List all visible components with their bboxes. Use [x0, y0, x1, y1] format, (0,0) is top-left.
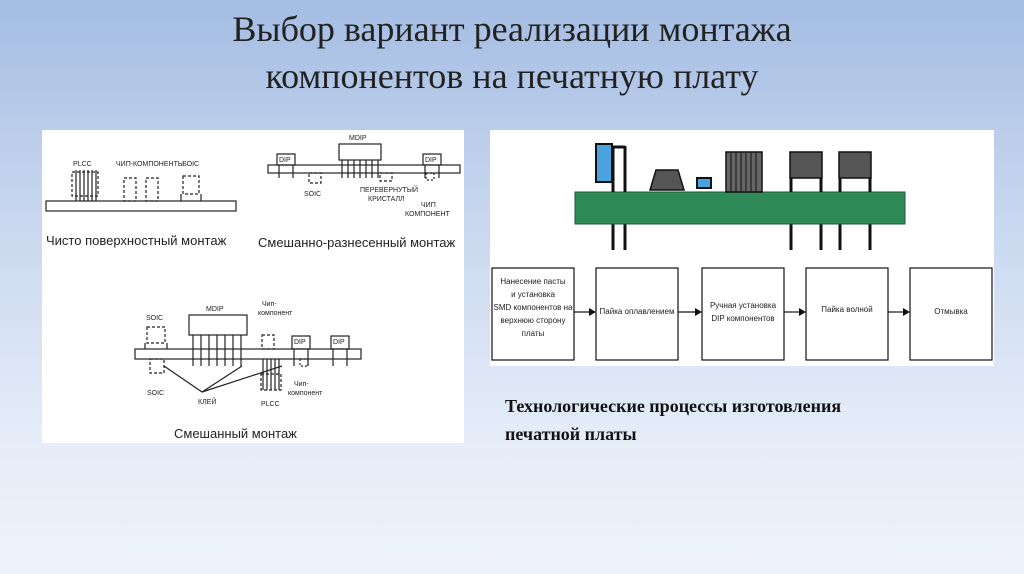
mixed-plcc-bottom: [260, 359, 282, 391]
step-1-line-2: и установка: [511, 290, 555, 299]
step-1-line-3: SMD компонентов на: [494, 303, 574, 312]
mixed-chip-top: [261, 334, 275, 350]
spread-dip-left: [276, 153, 296, 178]
slide-title-line-1: Выбор вариант реализации монтажа: [232, 9, 792, 49]
spread-dip-left-label: DIP: [279, 157, 291, 164]
spread-mdip-component: [338, 143, 382, 178]
mixed-dip-2-label: DIP: [333, 339, 345, 346]
spread-chip-label-2: КОМПОНЕНТ: [405, 211, 451, 218]
surface-plcc-label: PLCC: [73, 161, 92, 168]
step-1-line-5: платы: [522, 329, 545, 338]
mixed-caption: Смешанный монтаж: [174, 426, 297, 441]
plcc-component: [71, 170, 99, 201]
step-box-1: [491, 267, 575, 361]
mixed-chip-bottom-label-2: компонент: [288, 390, 323, 397]
process-caption-line-2: печатной платы: [505, 424, 637, 444]
step-box-3: [701, 267, 785, 361]
spread-caption: Смешанно-разнесенный монтаж: [258, 235, 456, 250]
soic-component: [180, 175, 202, 201]
spread-flip-label-1: ПЕРЕВЕРНУТЫЙ: [360, 185, 418, 194]
spread-soic-bottom: [308, 172, 322, 184]
mounting-variants-figure: PLCC ЧИП-КОМПОНЕНТЫ SOIC Чисто поверхнос…: [42, 130, 464, 443]
mixed-chip-bottom-label-1: Чип-: [294, 381, 309, 388]
step-5-label: Отмывка: [934, 307, 968, 316]
chip-components: [123, 177, 159, 202]
connector-component: [725, 151, 763, 193]
mixed-soic-bottom: [149, 358, 165, 374]
mixed-soic-top-label: SOIC: [146, 315, 163, 322]
mixed-chip-top-label-2: компонент: [258, 310, 293, 317]
mixed-plcc-label: PLCC: [261, 401, 280, 408]
mixed-dip-2: [330, 335, 350, 366]
process-diagram: Нанесение пасты и установка SMD компонен…: [491, 143, 993, 361]
surface-soic-label: SOIC: [182, 161, 199, 168]
surface-board: [45, 200, 237, 212]
mixed-soic-top: [144, 326, 168, 349]
mixed-mdip-label: MDIP: [206, 306, 224, 313]
step-1-line-4: верхнюю сторону: [501, 316, 566, 325]
slide-title: Выбор вариант реализации монтажа компоне…: [0, 6, 1024, 100]
process-caption-line-1: Технологические процессы изготовления: [505, 396, 842, 416]
surface-mount-diagram: [45, 170, 237, 212]
spread-mount-diagram: [267, 143, 461, 184]
spread-mdip-label: MDIP: [349, 135, 367, 142]
step-box-4: [805, 267, 889, 361]
step-box-5: [909, 267, 993, 361]
spread-dip-right: [422, 153, 442, 178]
step-2-label: Пайка оплавлением: [600, 307, 675, 316]
spread-board: [267, 164, 461, 174]
step-3-line-1: Ручная установка: [710, 301, 777, 310]
mixed-soic-bottom-label: SOIC: [147, 390, 164, 397]
surface-caption: Чисто поверхностный монтаж: [46, 233, 227, 248]
spread-chip-component: [425, 172, 435, 181]
mixed-chip-bottom: [299, 358, 309, 367]
glue-lines: [163, 365, 283, 393]
spread-soic-label: SOIC: [304, 191, 321, 198]
mixed-mdip-component: [188, 314, 248, 366]
mounting-diagram: PLCC ЧИП-КОМПОНЕНТЫ SOIC Чисто поверхнос…: [45, 135, 461, 441]
pcb-board: [574, 191, 906, 225]
surface-chip-label: ЧИП-КОМПОНЕНТЫ: [116, 161, 184, 168]
step-box-2: [595, 267, 679, 361]
spread-chip-label-1: ЧИП: [421, 202, 436, 209]
vertical-component: [595, 143, 613, 183]
smd-chip-component: [696, 177, 712, 189]
process-flow-figure: Нанесение пасты и установка SMD компонен…: [490, 130, 994, 366]
mixed-mount-diagram: [134, 314, 362, 393]
smd-ic-component: [648, 169, 686, 191]
spread-flip-chip: [379, 172, 393, 182]
mixed-chip-top-label-1: Чип-: [262, 301, 277, 308]
spread-flip-label-2: КРИСТАЛЛ: [368, 196, 405, 203]
process-caption: Технологические процессы изготовления пе…: [505, 392, 985, 448]
step-1-line-1: Нанесение пасты: [500, 277, 566, 286]
step-3-line-2: DIP компонентов: [711, 314, 774, 323]
mixed-dip-1-label: DIP: [294, 339, 306, 346]
mixed-board: [134, 348, 362, 360]
mixed-glue-label: КЛЕЙ: [198, 397, 216, 406]
slide-title-line-2: компонентов на печатную плату: [265, 56, 759, 96]
spread-dip-right-label: DIP: [425, 157, 437, 164]
step-4-label: Пайка волной: [821, 305, 872, 314]
dip-component-1: [789, 151, 823, 179]
dip-component-2: [838, 151, 872, 179]
